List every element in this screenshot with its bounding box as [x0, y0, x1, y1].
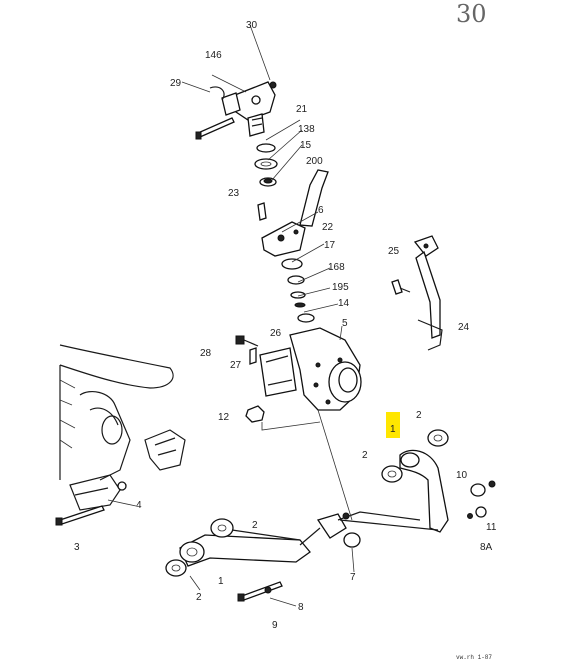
tie-rod [299, 511, 439, 548]
steering-arm [257, 169, 329, 257]
callout-28: 28 [200, 348, 212, 359]
callout-4: 4 [136, 500, 142, 511]
callout-200: 200 [306, 156, 323, 167]
callout-3: 3 [74, 542, 80, 553]
callout-8A: 8A [480, 542, 493, 553]
callout-29: 29 [170, 78, 182, 89]
callout-6: 6 [318, 205, 324, 216]
callout-2-left: 2 [252, 520, 258, 531]
callout-23: 23 [228, 188, 240, 199]
bolts [55, 481, 283, 602]
callout-14: 14 [338, 298, 350, 309]
vehicle-frame [59, 344, 186, 511]
callout-1-highlighted: 1 [390, 424, 396, 435]
callout-26: 26 [270, 328, 282, 339]
callout-15: 15 [300, 140, 312, 151]
callout-30: 30 [246, 20, 258, 31]
callout-11: 11 [486, 522, 497, 533]
callout-27: 27 [230, 360, 242, 371]
callout-24: 24 [458, 322, 470, 333]
steering-knuckle [235, 327, 362, 411]
callout-10: 10 [456, 470, 468, 481]
stabilizer-link [391, 235, 443, 351]
highlight-marker [386, 412, 400, 438]
callout-5: 5 [342, 318, 348, 329]
callout-9: 9 [272, 620, 278, 631]
page-number: 30 [456, 0, 487, 28]
callout-168: 168 [328, 262, 345, 273]
callout-2-bottom: 2 [196, 592, 202, 603]
footer-code: vw.rh 1-87 [456, 654, 492, 661]
callout-2-upper: 2 [416, 410, 422, 421]
callout-22: 22 [322, 222, 334, 233]
lower-arm-right [381, 429, 496, 533]
lower-arm-left [165, 518, 311, 577]
washer-stack-lower [281, 258, 315, 323]
nut [245, 405, 321, 431]
callout-labels: 30 146 29 21 138 15 200 23 6 22 17 168 1… [74, 20, 497, 631]
callout-1-left: 1 [218, 576, 224, 587]
washer-stack-upper [254, 143, 278, 187]
callout-17: 17 [324, 240, 336, 251]
callout-12: 12 [218, 412, 230, 423]
callout-138: 138 [298, 124, 315, 135]
callout-8: 8 [298, 602, 304, 613]
callout-2-middle: 2 [362, 450, 368, 461]
callout-146: 146 [205, 50, 222, 61]
callout-21: 21 [296, 104, 308, 115]
upper-bracket [195, 81, 277, 140]
callout-195: 195 [332, 282, 349, 293]
callout-25: 25 [388, 246, 400, 257]
leader-lines [107, 24, 355, 607]
callout-7: 7 [350, 572, 356, 583]
